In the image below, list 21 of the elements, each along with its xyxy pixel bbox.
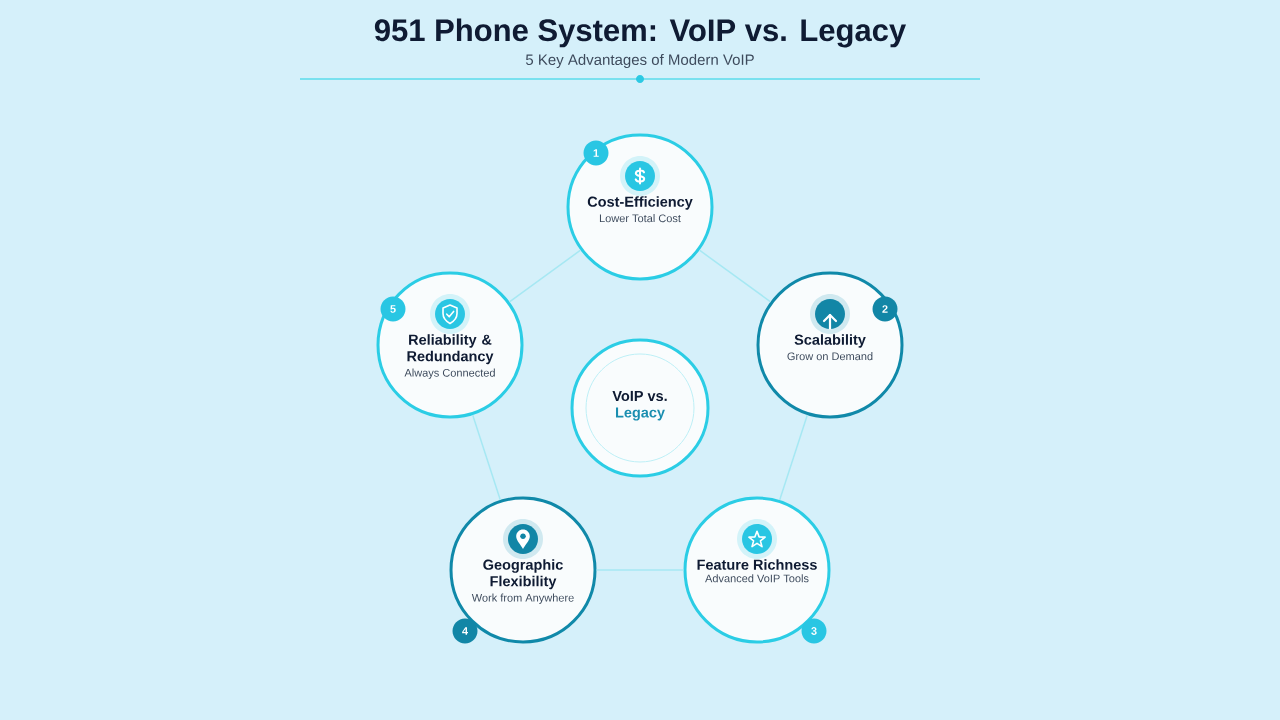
circle-title: Geographic Flexibility — [483, 559, 563, 590]
hub-text: Legacy — [616, 407, 665, 421]
circle-subtitle: Work from Anywhere — [471, 593, 574, 604]
number-badge: 4 — [452, 618, 478, 644]
hub-text: VoIP vs. — [612, 390, 667, 402]
circle-subtitle: Advanced VoIP Tools — [705, 574, 809, 583]
circle-title: Feature Richness — [697, 559, 817, 570]
number-badge: 3 — [801, 618, 827, 644]
connector-line — [508, 249, 582, 303]
connector-line — [595, 569, 685, 571]
title: 951 Phone System: VoIP vs. Legacy — [374, 18, 906, 48]
circle-subtitle: Grow on Demand — [787, 352, 873, 361]
circle-title: Scalability — [794, 334, 866, 348]
connector-line — [698, 249, 772, 303]
circle-title: Cost-Efficiency — [587, 196, 693, 210]
circle-title: Reliability & Redundancy — [407, 334, 494, 365]
circle-subtitle: Lower Total Cost — [599, 214, 681, 223]
subtitle: 5 Key Advantages of Modern VoIP — [525, 54, 754, 68]
connector-line — [471, 414, 502, 501]
connector-line — [778, 414, 809, 501]
circle-subtitle: Always Connected — [404, 368, 495, 379]
